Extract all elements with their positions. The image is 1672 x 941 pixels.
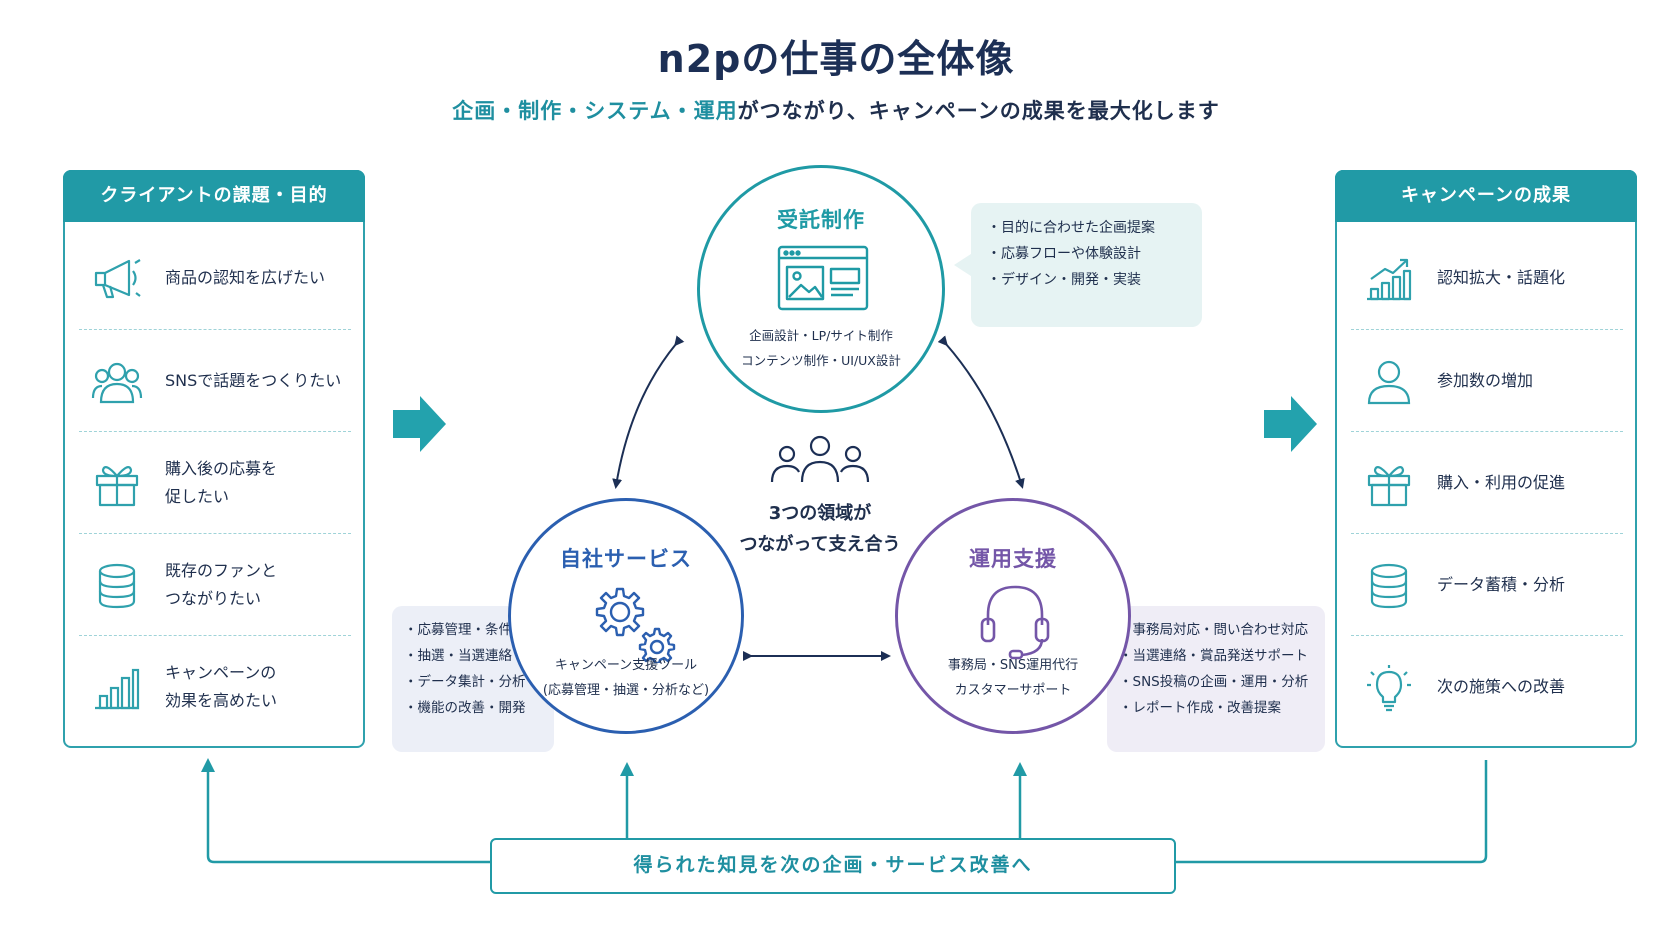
list-item-label: データ蓄積・分析 bbox=[1437, 575, 1566, 594]
database-icon bbox=[98, 563, 136, 609]
feedback-loop-right bbox=[1176, 760, 1488, 864]
commission-details-bubble: 目的に合わせた企画提案 応募フローや体験設計 デザイン・開発・実装 bbox=[971, 203, 1202, 327]
list-item-label: 購入・利用の促進 bbox=[1437, 473, 1566, 492]
list-item-label: 認知拡大・話題化 bbox=[1437, 268, 1566, 287]
bubble-item: データ集計・分析 bbox=[404, 669, 542, 695]
list-item: データ蓄積・分析 bbox=[1351, 533, 1623, 636]
list-item: 既存のファンと つながりたい bbox=[79, 533, 351, 636]
list-item: 購入後の応募を 促したい bbox=[79, 431, 351, 534]
lightbulb-icon bbox=[1367, 665, 1411, 712]
list-item-label: 次の施策への改善 bbox=[1437, 677, 1566, 696]
bubble-item: レポート作成・改善提案 bbox=[1119, 695, 1313, 721]
own-service-circle: 自社サービス キャンペーン支援ツール (応募管理・抽選・分析など) bbox=[508, 498, 744, 734]
bubble-item: デザイン・開発・実装 bbox=[987, 267, 1186, 293]
list-item-label: 参加数の増加 bbox=[1437, 371, 1534, 390]
gift-icon bbox=[1367, 466, 1411, 507]
list-item: 参加数の増加 bbox=[1351, 329, 1623, 432]
list-item-label: 商品の認知を広げたい bbox=[165, 268, 326, 287]
list-item-label: 既存のファンと つながりたい bbox=[165, 561, 278, 608]
headset-icon bbox=[980, 585, 1050, 660]
page-subtitle: 企画・制作・システム・運用がつながり、キャンペーンの成果を最大化します bbox=[0, 95, 1672, 125]
list-item: 認知拡大・話題化 bbox=[1351, 227, 1623, 329]
people-icon bbox=[91, 362, 143, 404]
bubble-item: 当選連絡・賞品発送サポート bbox=[1119, 643, 1313, 669]
browser-window-icon bbox=[777, 245, 869, 311]
team-icon bbox=[770, 435, 870, 483]
person-icon bbox=[1367, 360, 1411, 405]
client-issues-panel: クライアントの課題・目的 商品の認知を広げたい SNSで話題をつくり bbox=[63, 170, 365, 748]
subtitle-accent: 企画・制作・システム・運用 bbox=[452, 99, 738, 123]
bubble-item: 機能の改善・開発 bbox=[404, 695, 542, 721]
gears-icon bbox=[595, 587, 676, 663]
feedback-loop-label: 得られた知見を次の企画・サービス改善へ bbox=[490, 838, 1176, 894]
megaphone-icon bbox=[94, 259, 141, 299]
circle-title: 受託制作 bbox=[777, 208, 865, 232]
bubble-item: SNS投稿の企画・運用・分析 bbox=[1119, 669, 1313, 695]
circle-description: 企画設計・LP/サイト制作 コンテンツ制作・UI/UX設計 bbox=[741, 328, 901, 368]
circle-title: 自社サービス bbox=[560, 547, 692, 571]
bubble-item: 目的に合わせた企画提案 bbox=[987, 215, 1186, 241]
list-item: 購入・利用の促進 bbox=[1351, 431, 1623, 534]
feedback-loop-left bbox=[201, 758, 490, 864]
circle-description: キャンペーン支援ツール (応募管理・抽選・分析など) bbox=[542, 658, 710, 698]
arrow-top-left bbox=[612, 335, 685, 489]
database-icon bbox=[1370, 563, 1408, 609]
campaign-results-panel: キャンペーンの成果 認知拡大・話題化 参加数の増加 bbox=[1335, 170, 1637, 748]
flow-arrow-left bbox=[393, 396, 446, 452]
list-item: 商品の認知を広げたい bbox=[79, 227, 351, 329]
commission-production-circle: 受託制作 企画設計・LP/サイト制作 コンテンツ制作・UI/UX設計 bbox=[697, 165, 945, 413]
bubble-item: 抽選・当選連絡 bbox=[404, 643, 542, 669]
bubble-item: 応募フローや体験設計 bbox=[987, 241, 1186, 267]
subtitle-rest: がつながり、キャンペーンの成果を最大化します bbox=[737, 99, 1220, 123]
operation-support-circle: 運用支援 事務局・SNS運用代行 カスタマーサポート bbox=[895, 498, 1131, 734]
circle-title: 運用支援 bbox=[969, 547, 1057, 571]
arrow-top-right bbox=[937, 335, 1025, 489]
bar-chart-icon bbox=[95, 668, 140, 710]
campaign-results-title: キャンペーンの成果 bbox=[1335, 170, 1637, 222]
list-item: キャンペーンの 効果を高めたい bbox=[79, 635, 351, 738]
operation-details-bubble: 事務局対応・問い合わせ対応 当選連絡・賞品発送サポート SNS投稿の企画・運用・… bbox=[1107, 606, 1325, 752]
bubble-pointer bbox=[954, 252, 974, 278]
client-issues-title: クライアントの課題・目的 bbox=[63, 170, 365, 222]
circle-description: 事務局・SNS運用代行 カスタマーサポート bbox=[947, 658, 1079, 698]
gift-icon bbox=[95, 466, 139, 507]
bubble-item: 事務局対応・問い合わせ対応 bbox=[1119, 617, 1313, 643]
list-item-label: 購入後の応募を 促したい bbox=[165, 459, 278, 506]
list-item-label: キャンペーンの 効果を高めたい bbox=[165, 663, 278, 710]
center-message: 3つの領域が つながって支え合う bbox=[739, 503, 901, 555]
growth-chart-icon bbox=[1367, 258, 1412, 301]
list-item: SNSで話題をつくりたい bbox=[79, 329, 351, 432]
list-item: 次の施策への改善 bbox=[1351, 635, 1623, 738]
page-title: n2pの仕事の全体像 bbox=[657, 37, 1015, 81]
list-item-label: SNSで話題をつくりたい bbox=[165, 371, 342, 390]
flow-arrow-right bbox=[1264, 396, 1317, 452]
